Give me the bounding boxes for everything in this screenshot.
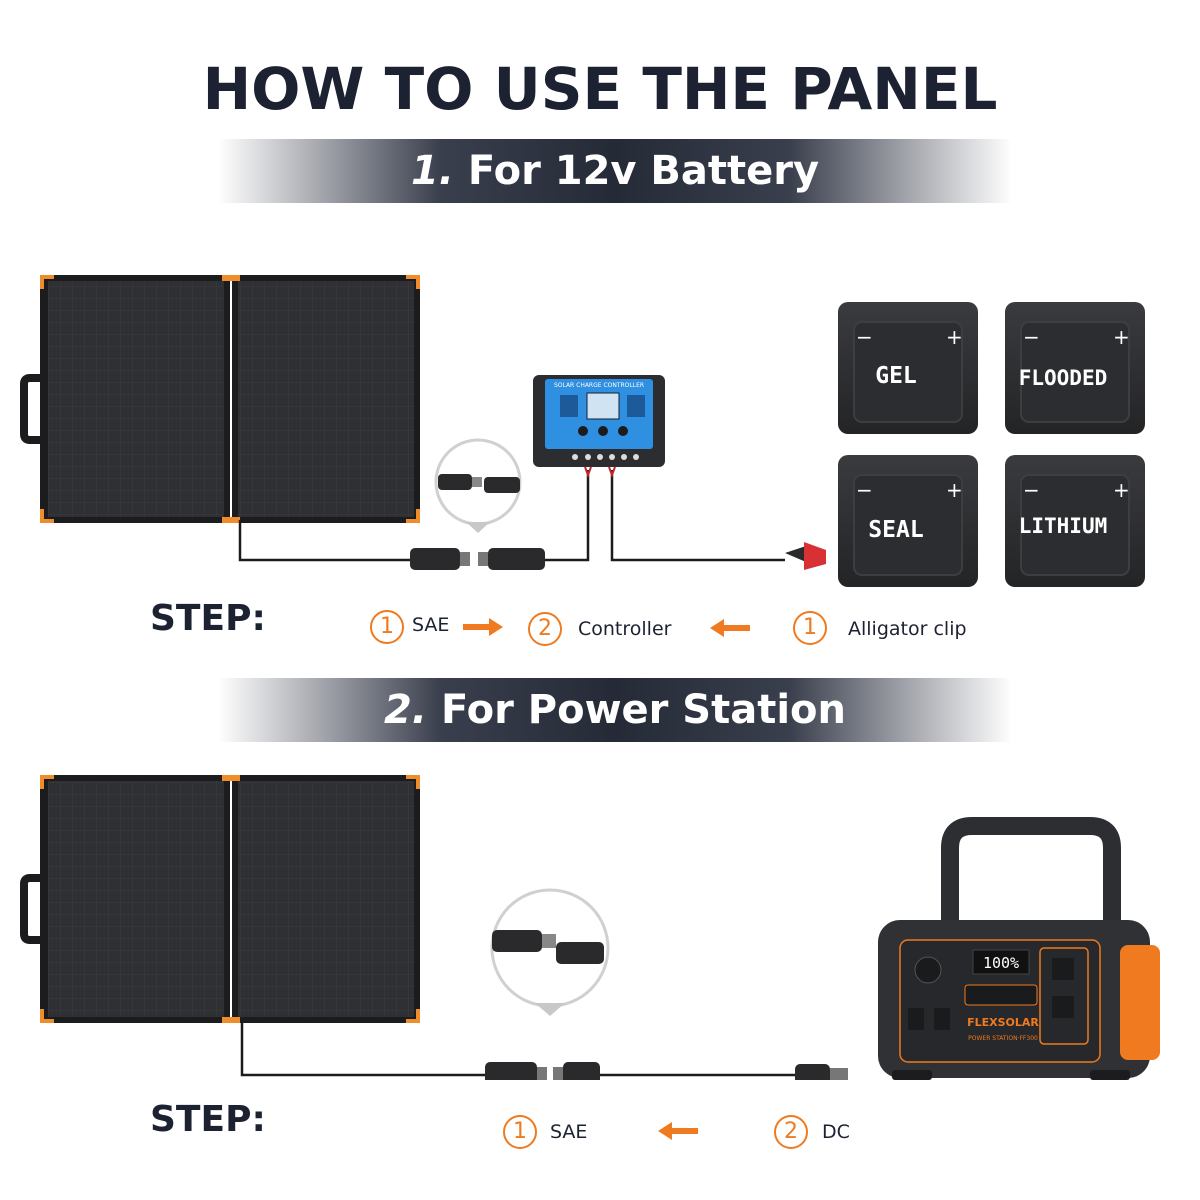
section-number: 1. (410, 148, 454, 194)
svg-text:LITHIUM: LITHIUM (1019, 514, 1108, 538)
arrow-right-icon (463, 618, 503, 636)
arrow-left-icon (658, 1122, 698, 1140)
step-number: 1 (503, 1115, 537, 1149)
alligator-clip (785, 542, 826, 570)
sae-zoom-bubble (434, 438, 522, 533)
step-label: STEP: (150, 1099, 266, 1140)
step-text: DC (822, 1121, 850, 1143)
battery-seal: − + SEAL (838, 455, 978, 587)
controller-text: SOLAR CHARGE CONTROLLER (554, 382, 644, 389)
battery-lithium: − + LITHIUM (1005, 455, 1145, 587)
sae-connector (485, 1062, 600, 1080)
page-title: HOW TO USE THE PANEL (202, 55, 998, 123)
svg-text:+: + (946, 478, 963, 502)
power-station: 100% FLEXSOLAR POWER STATION·FF300 (878, 817, 1160, 1080)
svg-text:FLOODED: FLOODED (1019, 366, 1108, 390)
station-model: POWER STATION·FF300 (968, 1035, 1038, 1042)
svg-text:−: − (1023, 325, 1040, 349)
svg-text:+: + (946, 325, 963, 349)
solar-panel (20, 275, 420, 523)
svg-text:+: + (1113, 325, 1130, 349)
dc-connector (795, 1064, 848, 1080)
charge-controller: SOLAR CHARGE CONTROLLER (533, 375, 665, 478)
section-label: For 12v Battery (467, 148, 820, 194)
step-number: 2 (774, 1115, 808, 1149)
section-banner-power-station: 2. For Power Station (218, 678, 1012, 742)
step-text: SAE (550, 1121, 588, 1143)
step-number: 1 (370, 610, 404, 644)
svg-text:GEL: GEL (875, 363, 917, 389)
solar-panel (20, 775, 420, 1023)
section-number: 2. (383, 687, 427, 733)
svg-text:−: − (856, 325, 873, 349)
step-number: 2 (528, 612, 562, 646)
svg-text:−: − (856, 478, 873, 502)
step-text: SAE (412, 614, 450, 636)
step-label: STEP: (150, 598, 266, 639)
station-brand: FLEXSOLAR (967, 1016, 1039, 1029)
section-label: For Power Station (440, 687, 847, 733)
step-text: Controller (578, 618, 672, 640)
svg-text:−: − (1023, 478, 1040, 502)
svg-text:+: + (1113, 478, 1130, 502)
svg-text:SEAL: SEAL (868, 517, 923, 543)
battery-flooded: − + FLOODED (1005, 302, 1145, 434)
step-number: 1 (793, 611, 827, 645)
station-display: 100% (983, 954, 1019, 972)
battery-gel: − + GEL (838, 302, 978, 434)
sae-zoom-bubble (490, 888, 610, 1016)
arrow-left-icon (710, 619, 750, 637)
section-banner-battery: 1. For 12v Battery (218, 139, 1012, 203)
battery-wiring-diagram: SOLAR CHARGE CONTROLLER − + GEL − + FLOODE… (20, 275, 1145, 587)
step-text: Alligator clip (848, 618, 967, 640)
sae-connector (410, 548, 545, 570)
power-station-wiring-diagram: 100% FLEXSOLAR POWER STATION·FF300 (20, 775, 1160, 1080)
